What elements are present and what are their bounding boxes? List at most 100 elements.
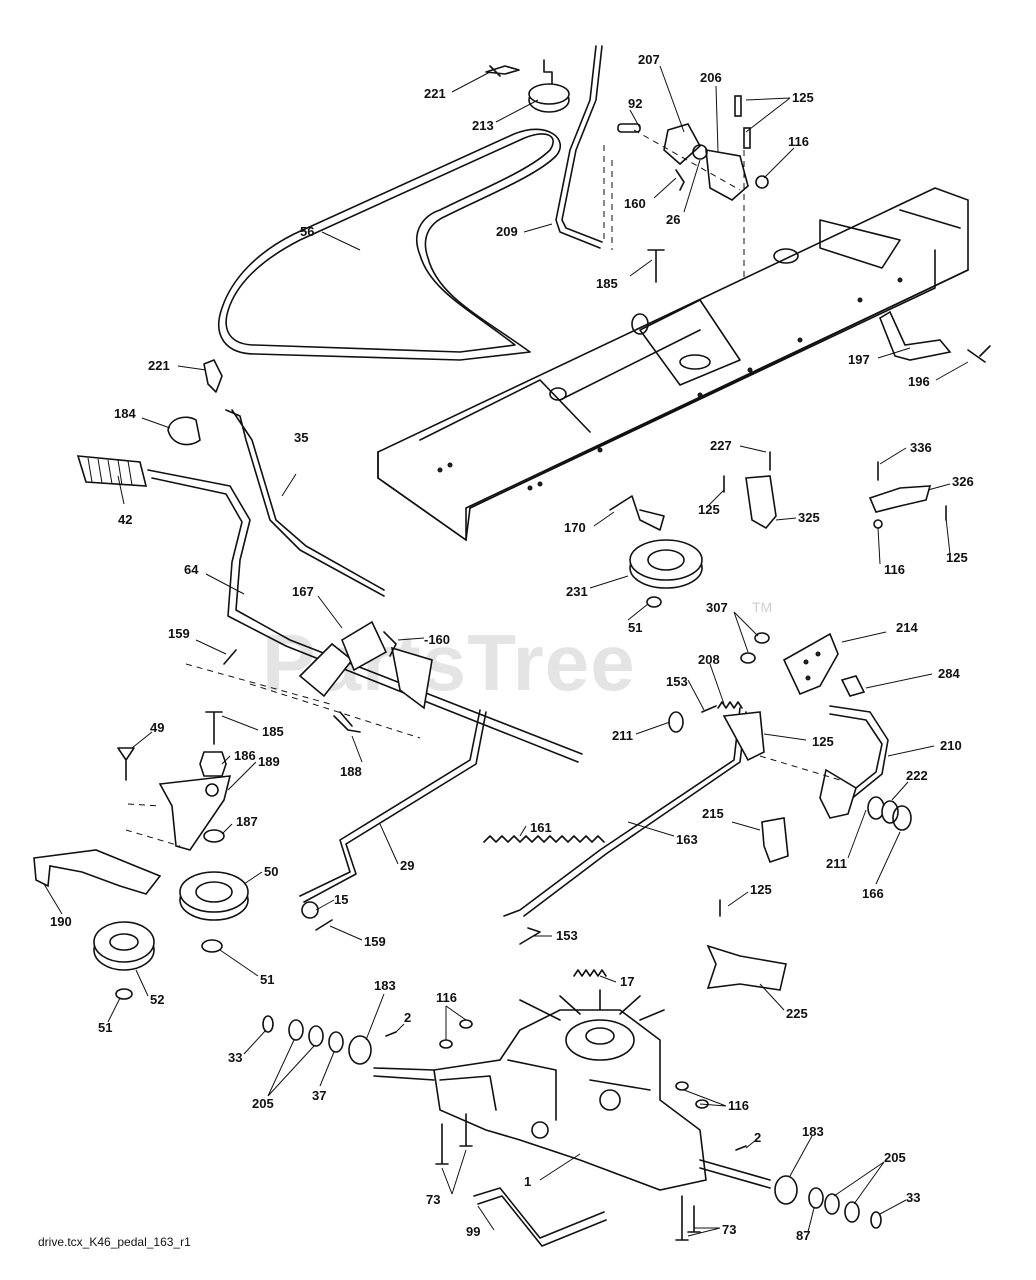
pin-159-top — [223, 649, 237, 665]
washer-307a — [754, 632, 770, 644]
bolt-49 — [117, 747, 135, 781]
callout-2: 2 — [404, 1010, 411, 1025]
callout-205: 205 — [252, 1096, 274, 1111]
washer-51-top — [646, 596, 662, 608]
spring-17 — [573, 969, 607, 977]
callout-159: 159 — [364, 934, 386, 949]
clip-221-mid — [203, 359, 223, 393]
callout-184: 184 — [114, 406, 136, 421]
watermark-trademark: TM — [752, 599, 772, 615]
callout-33: 33 — [228, 1050, 242, 1065]
callout-213: 213 — [472, 118, 494, 133]
callout-92: 92 — [628, 96, 642, 111]
callout-207: 207 — [638, 52, 660, 67]
callout-206: 206 — [700, 70, 722, 85]
callout-159: 159 — [168, 626, 190, 641]
callout-160: 160 — [624, 196, 646, 211]
callout-221: 221 — [424, 86, 446, 101]
callout-153: 153 — [556, 928, 578, 943]
callout-2: 2 — [754, 1130, 761, 1145]
spring-208 — [717, 701, 743, 709]
callout-183: 183 — [802, 1124, 824, 1139]
washer-116-left-a — [459, 1019, 473, 1029]
callout-209: 209 — [496, 224, 518, 239]
callout-116: 116 — [728, 1098, 749, 1113]
washer-37-left — [328, 1031, 344, 1053]
callout-225: 225 — [786, 1006, 808, 1021]
callout-196: 196 — [908, 374, 930, 389]
callout-197: 197 — [848, 352, 870, 367]
callout-125: 125 — [698, 502, 720, 517]
pad-215 — [761, 817, 789, 864]
washer-33-left — [262, 1015, 274, 1033]
callout-221: 221 — [148, 358, 170, 373]
nut-186 — [199, 751, 227, 777]
bolt-185-top — [647, 249, 665, 283]
clip-221-top — [485, 65, 520, 77]
spring-161 — [483, 835, 605, 843]
callout-188: 188 — [340, 764, 362, 779]
callout-50: 50 — [264, 864, 278, 879]
washer-51-mid — [201, 939, 223, 953]
callout-211: 211 — [612, 728, 633, 743]
callout-222: 222 — [906, 768, 928, 783]
main-frame — [377, 187, 969, 542]
bolt-73-right-a — [675, 1195, 689, 1241]
callout-73: 73 — [426, 1192, 440, 1207]
washer-307b — [740, 652, 756, 664]
rod-35 — [225, 409, 385, 597]
bracket-325 — [745, 475, 777, 530]
bushing-183-right — [774, 1175, 798, 1205]
bushing-183-left — [348, 1035, 372, 1065]
callout-214: 214 — [896, 620, 918, 635]
knob-213 — [528, 59, 570, 113]
rod-29 — [299, 709, 487, 903]
shift-bracket-assembly — [617, 95, 769, 340]
clip-153-bottom — [519, 927, 541, 945]
bushing-187 — [203, 829, 225, 843]
drawing-id: drive.tcx_K46_pedal_163_r1 — [38, 1235, 191, 1249]
callout-284: 284 — [938, 666, 960, 681]
callout-336: 336 — [910, 440, 932, 455]
washer-205-right-a — [824, 1193, 840, 1215]
callout-64: 64 — [184, 562, 199, 577]
grip-42 — [76, 455, 148, 487]
pedal-pad-214 — [782, 632, 839, 696]
clip-153-top — [701, 705, 717, 713]
callout-153: 153 — [666, 674, 688, 689]
callout-215: 215 — [702, 806, 724, 821]
callout-56: 56 — [300, 224, 314, 239]
bracket-190 — [33, 849, 162, 895]
drive-belt-56 — [218, 128, 562, 361]
key-2-left — [385, 1031, 397, 1037]
washer-211b — [867, 796, 885, 820]
callout-125: 125 — [946, 550, 968, 565]
callout-labels: 221 213 207 206 125 92 116 160 26 209 18… — [50, 52, 974, 1243]
callout-125: 125 — [750, 882, 772, 897]
bracket-197 — [879, 310, 952, 361]
callout-208: 208 — [698, 652, 720, 667]
bolt-185-mid — [205, 711, 223, 745]
callout-116: 116 — [788, 134, 809, 149]
ring-166 — [892, 805, 912, 831]
callout-33: 33 — [906, 1190, 920, 1205]
callout-116: 116 — [436, 990, 457, 1005]
link-188 — [333, 711, 361, 733]
callout-186: 186 — [234, 748, 256, 763]
pin-159-bottom — [315, 919, 333, 931]
part-284 — [840, 675, 866, 697]
washer-51-bottom — [115, 988, 133, 1000]
washer-15 — [301, 901, 319, 919]
pedal-arm-210 — [829, 705, 889, 801]
key-2-right — [735, 1145, 747, 1151]
callout-187: 187 — [236, 814, 258, 829]
callout-51: 51 — [98, 1020, 112, 1035]
callout-73: 73 — [722, 1222, 736, 1237]
callout-185: 185 — [262, 724, 284, 739]
transaxle-1 — [373, 989, 771, 1191]
callout-227: 227 — [710, 438, 732, 453]
callout-49: 49 — [150, 720, 164, 735]
callout-1: 1 — [524, 1174, 531, 1189]
bracket-326 — [868, 485, 932, 513]
pulley-52 — [93, 921, 155, 971]
